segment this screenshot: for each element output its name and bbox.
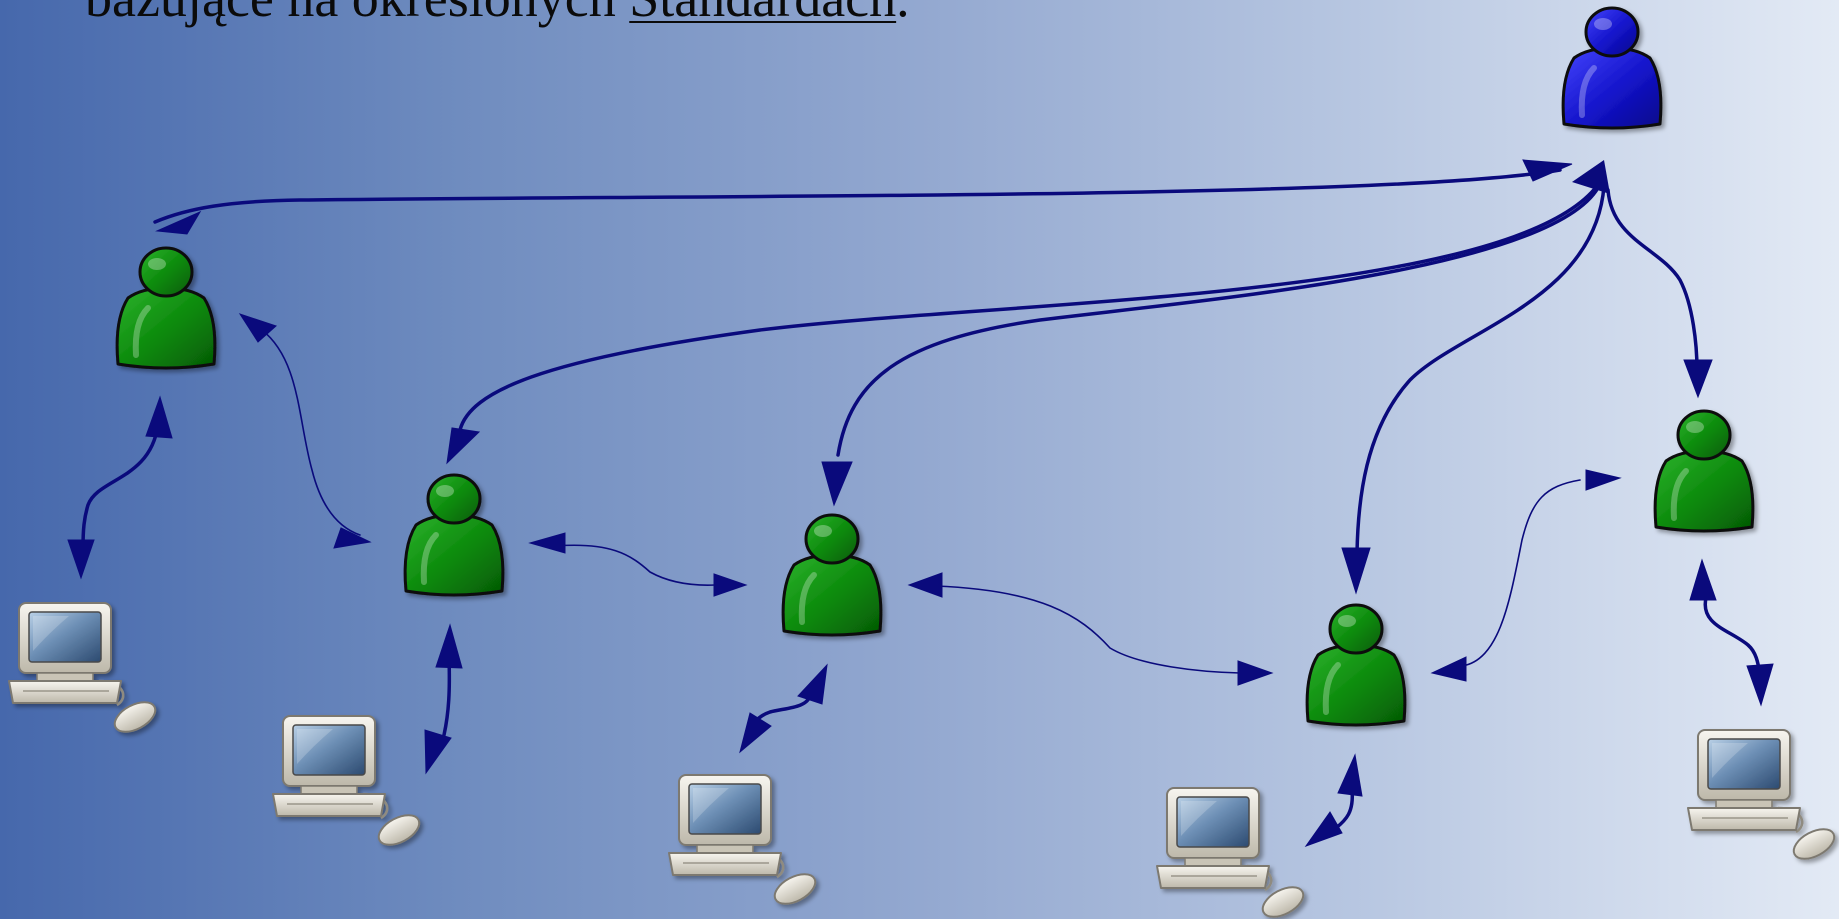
person-icon: [1563, 8, 1661, 128]
node-person-4: [1307, 605, 1405, 725]
person-icon: [405, 475, 503, 595]
arrow-node-4-pc-4: [1304, 753, 1363, 848]
arrow-central-to-node-5: [1606, 188, 1713, 399]
arrow-central-to-node-1: [153, 159, 1573, 235]
central-person: [1563, 8, 1661, 128]
slide-title: bazujące na określonych Standardach.: [85, 0, 910, 30]
computer-5: [1686, 728, 1839, 867]
computer-icon: [667, 773, 822, 912]
computer-icon: [1155, 786, 1310, 919]
arrow-node-5-pc-5: [1689, 558, 1774, 707]
computer-2: [271, 714, 426, 853]
title-text: bazujące na określonych: [85, 0, 629, 28]
computer-icon: [7, 601, 162, 740]
arrow-node-1-pc-1: [67, 395, 173, 580]
node-person-3: [783, 515, 881, 635]
person-icon: [1655, 411, 1753, 531]
computer-1: [7, 601, 162, 740]
arrow-node-3-node-4: [907, 572, 1274, 686]
node-person-1: [117, 248, 215, 368]
arrow-node-2-pc-2: [424, 623, 463, 775]
connections: [67, 159, 1774, 848]
person-icon: [1307, 605, 1405, 725]
arrow-central-to-node-2: [446, 180, 1602, 465]
arrow-central-to-node-4: [1341, 184, 1606, 595]
computer-3: [667, 773, 822, 912]
arrow-node-1-node-2: [238, 313, 372, 549]
person-icon: [783, 515, 881, 635]
node-person-5: [1655, 411, 1753, 531]
arrow-node-4-node-5: [1430, 469, 1622, 682]
computer-icon: [271, 714, 426, 853]
computer-4: [1155, 786, 1310, 919]
arrow-node-3-pc-3: [739, 663, 828, 754]
arrow-central-to-node-3: [821, 182, 1602, 507]
person-icon: [117, 248, 215, 368]
node-person-2: [405, 475, 503, 595]
arrow-node-2-node-3: [528, 532, 748, 597]
title-suffix: .: [896, 0, 910, 28]
computer-icon: [1686, 728, 1839, 867]
title-link: Standardach: [629, 0, 896, 28]
